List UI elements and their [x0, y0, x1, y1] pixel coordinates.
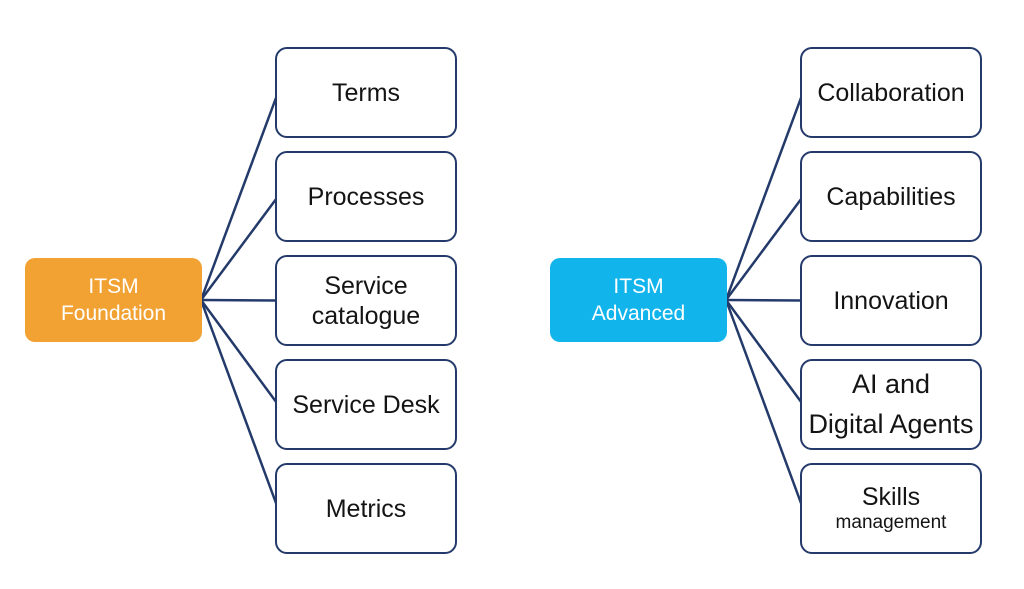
node-innovation: Innovation [800, 255, 982, 346]
node-skills-management: Skills management [800, 463, 982, 554]
node-label: Collaboration [817, 78, 965, 107]
node-label: Capabilities [826, 182, 956, 211]
connector-line [724, 91, 805, 302]
connector-line [724, 298, 805, 406]
node-processes: Processes [275, 151, 457, 242]
connector-line [199, 298, 280, 302]
connector-line [724, 298, 805, 510]
node-label: Metrics [325, 494, 407, 523]
node-label: Terms [331, 78, 401, 107]
node-service-desk: Service Desk [275, 359, 457, 450]
node-metrics: Metrics [275, 463, 457, 554]
node-label: Processes [307, 182, 425, 211]
node-service-catalogue: Service catalogue [275, 255, 457, 346]
node-label-line: Skills [861, 483, 921, 512]
connector-line [199, 298, 280, 510]
node-label-line: Foundation [60, 302, 167, 325]
node-label-line: catalogue [311, 301, 421, 330]
node-collaboration: Collaboration [800, 47, 982, 138]
node-label-line: Service [324, 271, 408, 300]
node-label-line: ITSM [88, 274, 139, 298]
node-capabilities: Capabilities [800, 151, 982, 242]
node-label: Service Desk [292, 390, 440, 419]
connector-line [724, 298, 805, 302]
node-itsm-foundation: ITSM Foundation [25, 258, 202, 342]
node-label-line: Advanced [591, 302, 686, 325]
node-terms: Terms [275, 47, 457, 138]
connector-line [199, 298, 280, 406]
node-ai-digital-agents: AI and Digital Agents [800, 359, 982, 450]
node-label-line: ITSM [613, 274, 664, 298]
node-label: Innovation [833, 286, 949, 315]
connector-line [724, 195, 805, 302]
connector-line [199, 195, 280, 302]
node-label-line: Digital Agents [808, 408, 974, 439]
connector-line [199, 91, 280, 302]
node-itsm-advanced: ITSM Advanced [550, 258, 727, 342]
node-label-line: management [835, 512, 947, 534]
node-label-line: AI and [851, 369, 931, 400]
